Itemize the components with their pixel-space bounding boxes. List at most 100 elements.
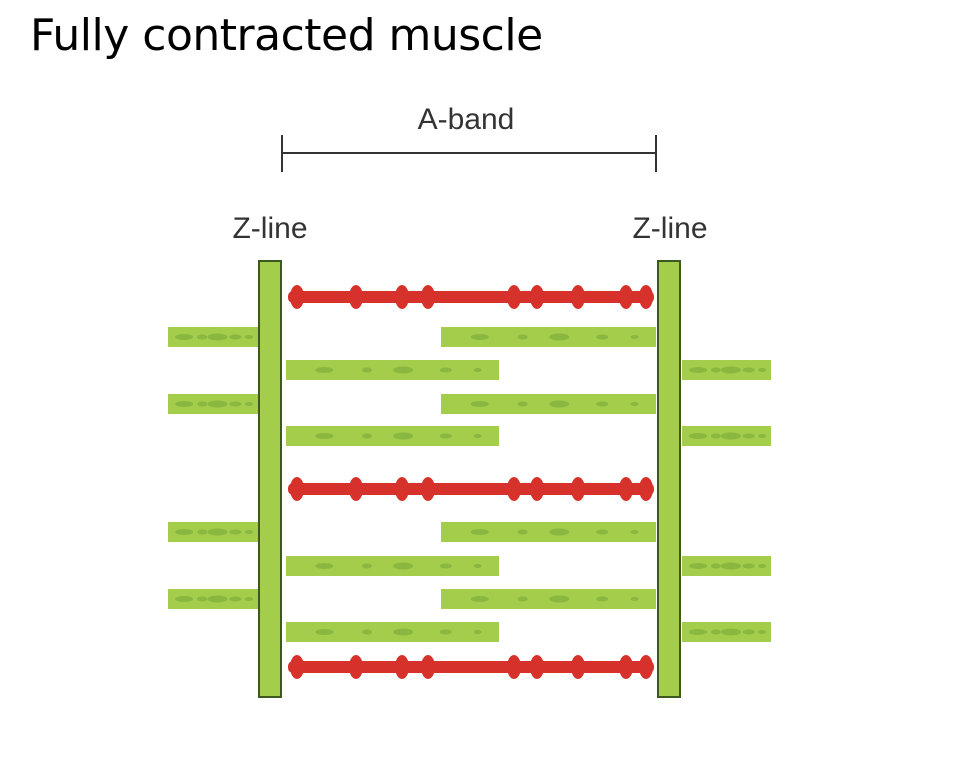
thin-filament-spot [439, 367, 452, 373]
thin-filament-spot [245, 402, 253, 406]
myosin-head [507, 285, 521, 309]
myosin-head [619, 477, 633, 501]
thin-filament-body [441, 327, 656, 347]
thin-filament-spot [758, 368, 767, 372]
thin-filament [441, 522, 656, 542]
thin-filament-spot [315, 629, 334, 635]
thin-filament-spot [361, 563, 372, 569]
thin-filament-spot [439, 433, 452, 439]
myosin-head [349, 655, 363, 679]
thin-filament-spot [393, 432, 414, 440]
thin-filament-spot [470, 334, 489, 340]
z-line-left [258, 260, 282, 698]
thin-filament-spot [245, 335, 253, 339]
thick-filament [288, 655, 654, 679]
a-band-label: A-band [418, 103, 515, 136]
myosin-head [530, 477, 544, 501]
thin-filament-spot [710, 563, 721, 569]
thin-filament-spot [197, 334, 208, 340]
thin-filament-spot [689, 629, 708, 635]
thin-filament-spot [689, 367, 708, 373]
thin-filament-spot [720, 366, 741, 374]
thin-filament-spot [742, 563, 755, 569]
thin-filament-spot [470, 529, 489, 535]
thin-filament-spot [393, 628, 414, 636]
thin-filament-spot [393, 366, 414, 374]
thin-filament-spot [596, 334, 609, 340]
thin-filament [682, 360, 771, 380]
thin-filament-spot [197, 401, 208, 407]
myosin-head [639, 477, 653, 501]
thin-filament-spot [549, 595, 570, 603]
thin-filament-spot [229, 596, 242, 602]
myosin-head [395, 285, 409, 309]
thin-filament-spot [439, 563, 452, 569]
thin-filament-spot [361, 433, 372, 439]
thin-filament-spot [742, 367, 755, 373]
thin-filament-spot [229, 529, 242, 535]
thin-filament [168, 394, 258, 414]
thin-filament-spot [689, 433, 708, 439]
thin-filament-spot [710, 367, 721, 373]
thin-filament-spot [517, 596, 528, 602]
thin-filament-spot [710, 433, 721, 439]
thin-filament-spot [689, 563, 708, 569]
myosin-head [395, 477, 409, 501]
thin-filament-spot [758, 434, 767, 438]
thin-filament-body [441, 589, 656, 609]
thin-filament-spot [630, 597, 639, 601]
thin-filament-spot [245, 597, 253, 601]
thin-filament [682, 426, 771, 446]
thin-filament-spot [473, 368, 482, 372]
myosin-head [639, 655, 653, 679]
thick-filament [288, 285, 654, 309]
thin-filament [682, 556, 771, 576]
thin-filament-spot [742, 433, 755, 439]
thin-filament-spot [470, 596, 489, 602]
thin-filament-spot [720, 628, 741, 636]
thin-filament-body [286, 426, 499, 446]
thin-filament-spot [175, 334, 194, 340]
thin-filament [682, 622, 771, 642]
myosin-head [571, 655, 585, 679]
thin-filament-spot [630, 402, 639, 406]
thin-filament-spot [549, 333, 570, 341]
thin-filament-spot [720, 432, 741, 440]
thick-filament-body [288, 483, 654, 495]
thin-filament-spot [175, 401, 194, 407]
z-line-left-label: Z-line [232, 212, 307, 245]
thin-filament-spot [596, 529, 609, 535]
thin-filament-spot [742, 629, 755, 635]
myosin-head [290, 655, 304, 679]
myosin-head [421, 477, 435, 501]
thin-filament-spot [596, 401, 609, 407]
thin-filament-spot [175, 529, 194, 535]
myosin-head [571, 477, 585, 501]
thin-filament-body [441, 394, 656, 414]
thin-filament-spot [207, 595, 228, 603]
thin-filament-spot [207, 333, 228, 341]
thin-filament-spot [197, 596, 208, 602]
thin-filament-spot [473, 630, 482, 634]
myosin-head [507, 655, 521, 679]
thin-filament [286, 556, 499, 576]
thin-filament-spot [758, 630, 767, 634]
thick-filament-body [288, 661, 654, 673]
thick-filament-body [288, 291, 654, 303]
thin-filament-spot [470, 401, 489, 407]
thin-filament-spot [361, 629, 372, 635]
myosin-head [571, 285, 585, 309]
thin-filament-spot [758, 564, 767, 568]
thin-filament [168, 589, 258, 609]
thin-filament [168, 522, 258, 542]
myosin-head [619, 285, 633, 309]
thin-filament [286, 622, 499, 642]
thin-filament [441, 589, 656, 609]
myosin-head [421, 285, 435, 309]
thin-filament-spot [720, 562, 741, 570]
myosin-head [639, 285, 653, 309]
thick-filament [288, 477, 654, 501]
myosin-head [349, 285, 363, 309]
thin-filament-spot [710, 629, 721, 635]
thin-filament-spot [473, 434, 482, 438]
